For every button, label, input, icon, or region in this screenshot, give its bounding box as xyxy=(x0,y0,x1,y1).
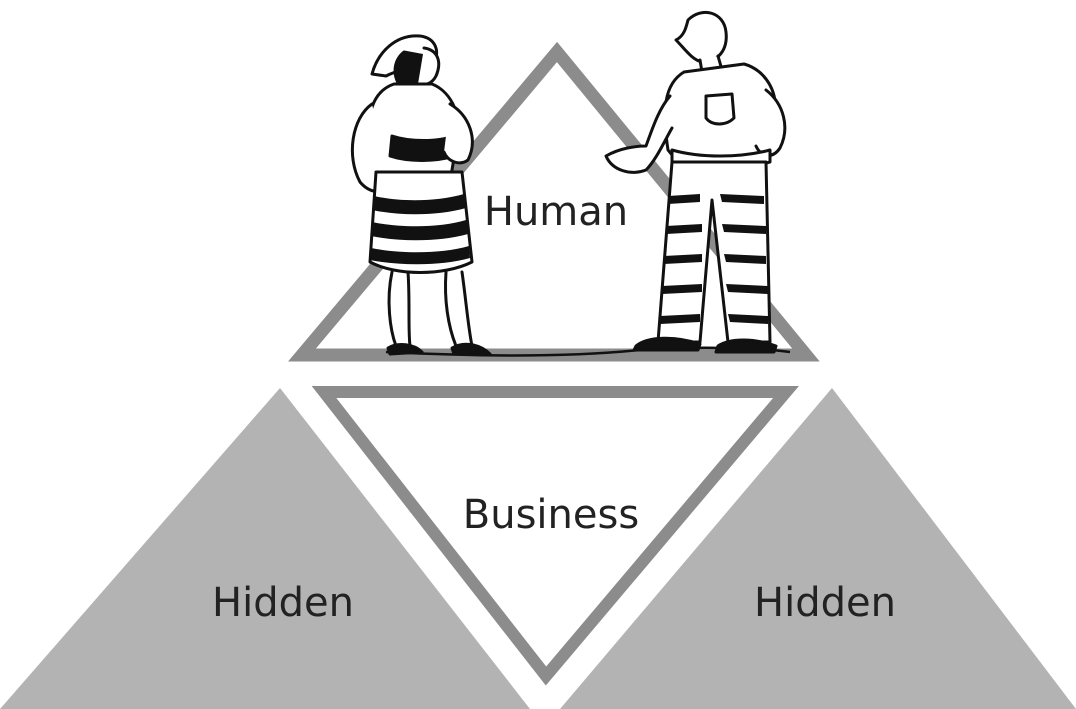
business-triangle xyxy=(300,383,808,694)
business-triangle-outline xyxy=(311,386,799,686)
left-hidden-label: Hidden xyxy=(212,580,354,626)
woman-figure xyxy=(350,34,492,356)
right-hidden-triangle xyxy=(560,388,1076,709)
human-label: Human xyxy=(484,189,628,235)
man-figure xyxy=(604,10,787,354)
left-hidden-triangle xyxy=(0,388,530,709)
right-hidden-label: Hidden xyxy=(754,580,896,626)
ground-shadow xyxy=(385,346,791,357)
business-label: Business xyxy=(463,492,639,538)
